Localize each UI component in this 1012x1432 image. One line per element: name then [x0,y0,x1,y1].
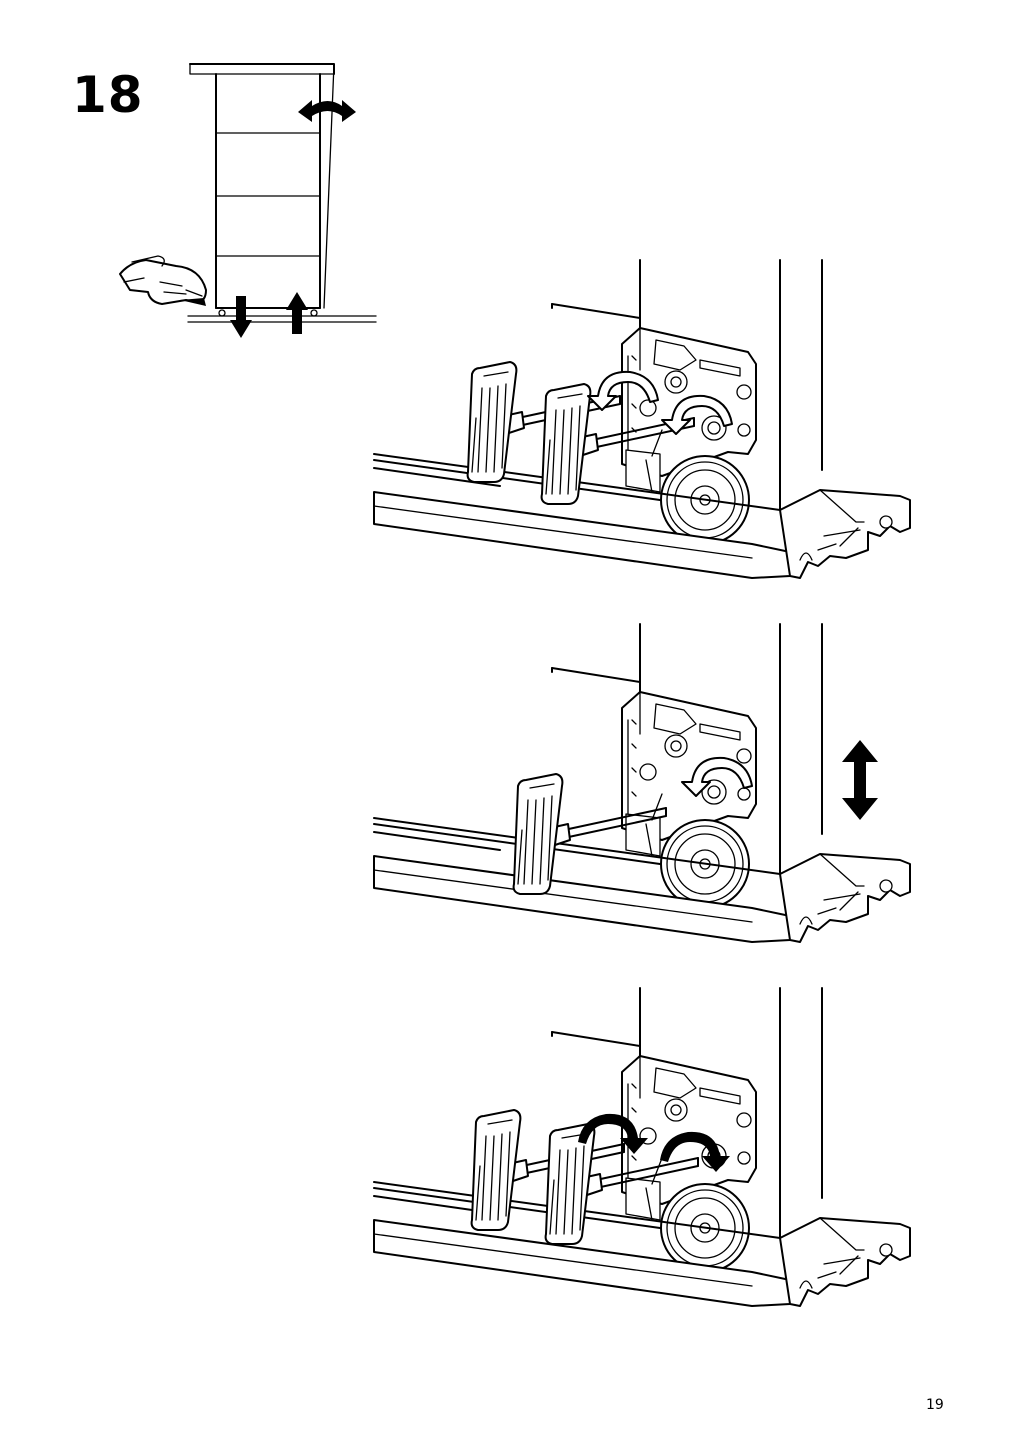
detail-tighten-screws [373,987,911,1307]
detail-loosen-screws [373,259,911,579]
door-overview-illustration [187,63,377,323]
arrow-down-icon [230,296,252,338]
pointing-hand-icon [119,255,207,306]
double-vertical-arrow-icon [842,740,878,820]
arrow-up-icon [286,292,308,334]
step-number: 18 [72,66,144,124]
detail-adjust-height [373,623,911,943]
page-number: 19 [926,1397,944,1413]
double-curved-arrow-icon [298,100,356,122]
